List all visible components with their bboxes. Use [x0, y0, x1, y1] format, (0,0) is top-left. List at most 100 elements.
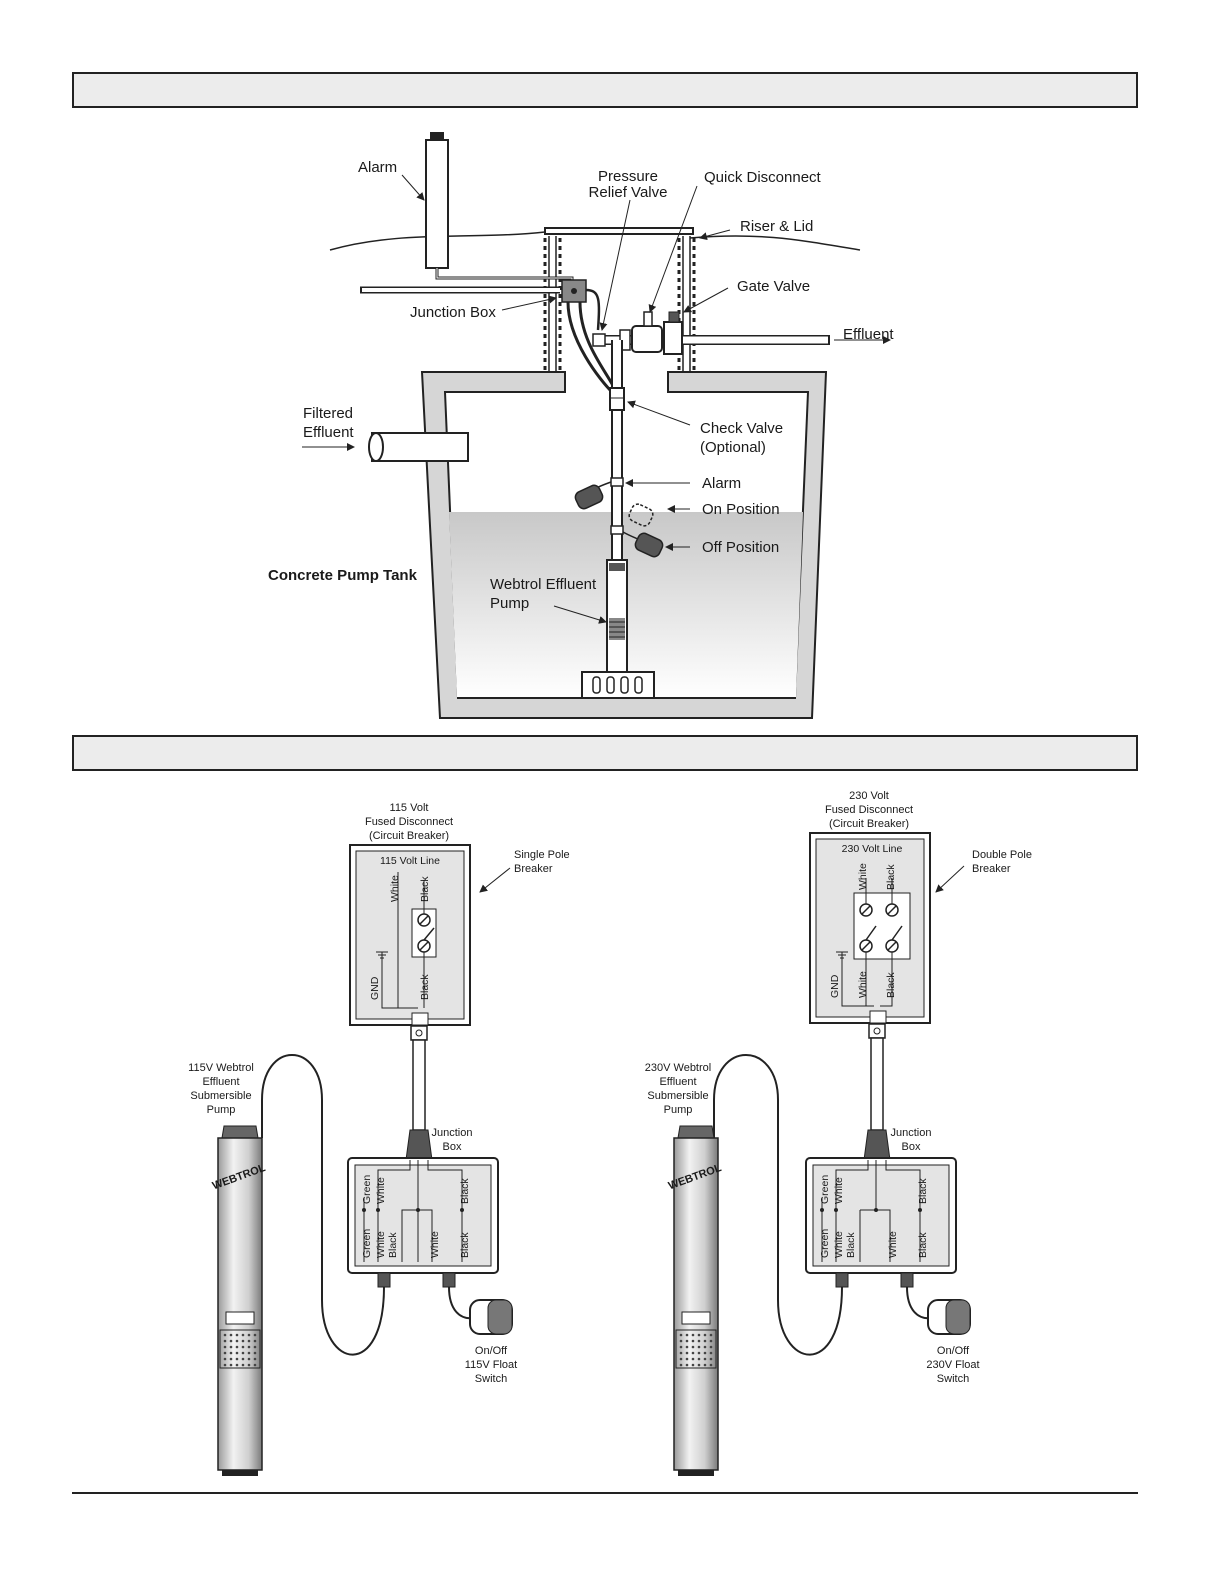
section-header-band-installation: [72, 72, 1138, 108]
label-breaker-1: Single Pole: [514, 849, 570, 861]
label-float-2: 115V Float: [465, 1359, 517, 1371]
label-gate-valve: Gate Valve: [737, 278, 810, 295]
label-jb-white: White: [833, 1231, 845, 1258]
label-pump-2: Effluent: [659, 1076, 696, 1088]
wiring-230v: 230 Volt Fused Disconnect (Circuit Break…: [645, 790, 1032, 1476]
label-gnd: GND: [829, 974, 841, 998]
label-jb-black: Black: [387, 1232, 399, 1258]
label-pressure-relief-1: Pressure: [598, 168, 658, 185]
label-pump-3: Submersible: [647, 1090, 708, 1102]
label-effluent: Effluent: [843, 326, 894, 343]
submersible-pump-115v: WEBTROL: [211, 1125, 267, 1476]
label-junction-box: Junction Box: [410, 304, 496, 321]
label-jb-white: White: [375, 1231, 387, 1258]
label-jb-black: Black: [917, 1178, 929, 1204]
label-junction-1: Junction: [891, 1127, 932, 1139]
discharge-plumbing: [592, 311, 891, 355]
label-junction-1: Junction: [432, 1127, 473, 1139]
label-230-disconnect-3: (Circuit Breaker): [829, 818, 909, 830]
label-gnd: GND: [369, 976, 381, 1000]
label-pump-2: Effluent: [202, 1076, 239, 1088]
label-pressure-relief-2: Relief Valve: [589, 184, 668, 201]
pump-tank-diagram: Alarm Pressure Relief Valve Quick Discon…: [268, 132, 894, 719]
label-wire-black: Black: [419, 974, 431, 1000]
label-quick-disconnect: Quick Disconnect: [704, 169, 822, 186]
label-jb-black: Black: [459, 1178, 471, 1204]
footer-rule: [72, 1492, 1138, 1494]
wiring-115v: 115 Volt Fused Disconnect (Circuit Break…: [188, 802, 570, 1476]
label-pump-4: Pump: [207, 1104, 236, 1116]
label-wire-black: Black: [885, 972, 897, 998]
label-230-volt-line: 230 Volt Line: [842, 843, 903, 855]
off-position-float: [622, 531, 664, 558]
conduit-230v: [863, 1023, 891, 1161]
on-position-float: [628, 503, 654, 527]
inlet-pipe: [302, 432, 469, 462]
label-pump-2: Pump: [490, 595, 529, 612]
label-115-disconnect-1: 115 Volt: [390, 802, 429, 814]
label-alarm: Alarm: [358, 159, 397, 176]
label-pump-1: 230V Webtrol: [645, 1062, 711, 1074]
label-jb-white: White: [429, 1231, 441, 1258]
junction-box-115v: [347, 1157, 499, 1288]
label-riser-lid: Riser & Lid: [740, 218, 813, 235]
submersible-pump-230v: WEBTROL: [667, 1125, 723, 1476]
label-breaker-2: Breaker: [514, 863, 553, 875]
label-115-disconnect-3: (Circuit Breaker): [369, 830, 449, 842]
label-float-3: Switch: [937, 1373, 969, 1385]
label-pump-1: Webtrol Effluent: [490, 576, 597, 593]
label-check-valve-1: Check Valve: [700, 420, 783, 437]
label-wire-white: White: [389, 875, 401, 902]
label-off-position: Off Position: [702, 539, 779, 556]
label-pump-4: Pump: [664, 1104, 693, 1116]
label-pump-1: 115V Webtrol: [188, 1062, 254, 1074]
float-switch-230v: [927, 1299, 971, 1335]
label-breaker-2: Breaker: [972, 863, 1011, 875]
label-jb-green: Green: [361, 1175, 373, 1204]
label-concrete-pump-tank: Concrete Pump Tank: [268, 567, 418, 584]
concrete-tank: [420, 371, 828, 719]
label-breaker-1: Double Pole: [972, 849, 1032, 861]
label-wire-white: White: [857, 971, 869, 998]
label-alarm-float: Alarm: [702, 475, 741, 492]
label-wire-white: White: [857, 863, 869, 890]
label-wire-black: Black: [885, 864, 897, 890]
label-on-position: On Position: [702, 501, 780, 518]
disconnect-box-230v: [809, 832, 931, 1024]
junction-box-230v: [805, 1157, 957, 1288]
label-junction-2: Box: [902, 1141, 921, 1153]
label-jb-black: Black: [845, 1232, 857, 1258]
label-115-volt-line: 115 Volt Line: [380, 855, 440, 867]
label-pump-3: Submersible: [190, 1090, 251, 1102]
label-jb-black: Black: [459, 1232, 471, 1258]
disconnect-box-115v: [349, 844, 471, 1026]
label-filtered-effluent-2: Effluent: [303, 424, 354, 441]
alarm-post: [425, 132, 574, 288]
label-jb-green: Green: [361, 1229, 373, 1258]
label-jb-white: White: [833, 1177, 845, 1204]
riser-and-lid: [543, 227, 696, 372]
label-wire-black: Black: [419, 876, 431, 902]
label-230-disconnect-1: 230 Volt: [849, 790, 889, 802]
label-jb-green: Green: [819, 1175, 831, 1204]
label-115-disconnect-2: Fused Disconnect: [365, 816, 453, 828]
label-jb-black: Black: [917, 1232, 929, 1258]
label-jb-white: White: [375, 1177, 387, 1204]
float-switch-115v: [469, 1299, 513, 1335]
label-float-1: On/Off: [475, 1345, 508, 1357]
label-230-disconnect-2: Fused Disconnect: [825, 804, 913, 816]
label-float-2: 230V Float: [926, 1359, 979, 1371]
discharge-riser-pipe: [609, 340, 625, 560]
label-jb-green: Green: [819, 1229, 831, 1258]
conduit-115v: [405, 1025, 433, 1161]
label-float-1: On/Off: [937, 1345, 970, 1357]
effluent-pump: [581, 559, 655, 699]
label-junction-2: Box: [443, 1141, 462, 1153]
section-header-band-wiring: [72, 735, 1138, 771]
label-float-3: Switch: [475, 1373, 507, 1385]
label-check-valve-2: (Optional): [700, 439, 766, 456]
alarm-float: [574, 481, 612, 510]
label-jb-white: White: [887, 1231, 899, 1258]
label-filtered-effluent-1: Filtered: [303, 405, 353, 422]
